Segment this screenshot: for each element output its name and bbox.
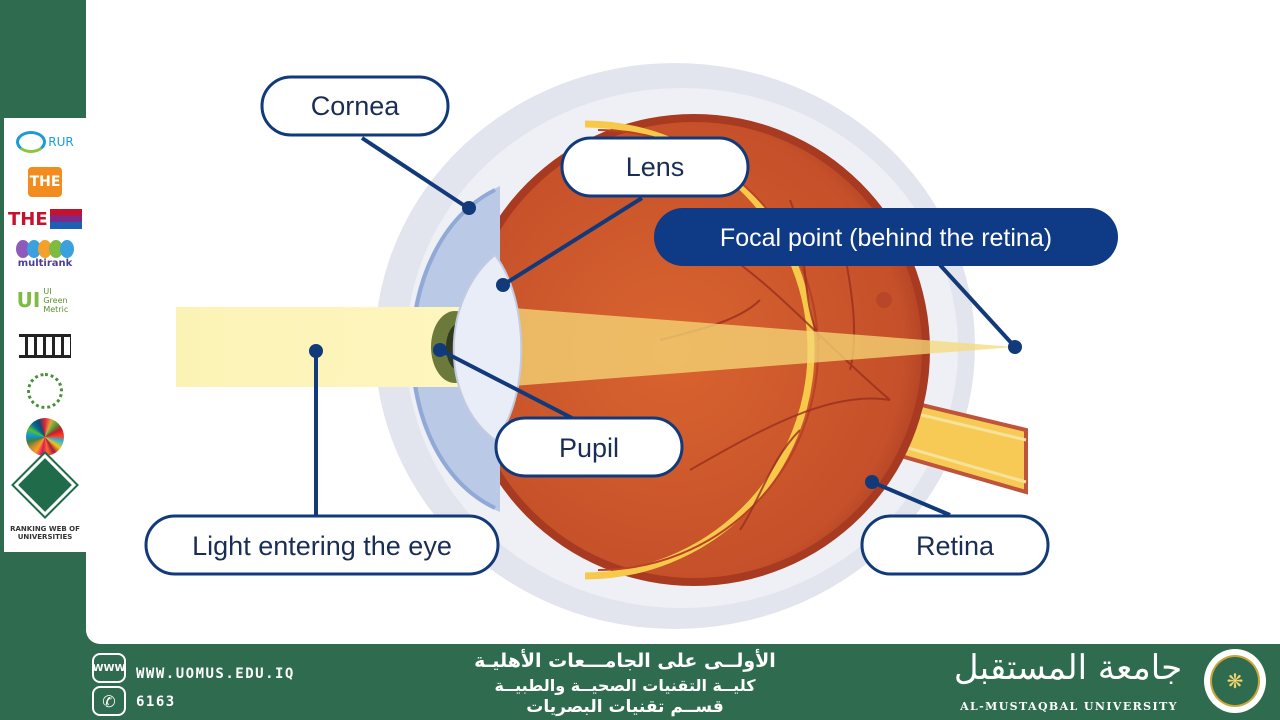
focal-point-label-text: Focal point (behind the retina): [720, 224, 1052, 252]
pupil-leader: [439, 348, 573, 420]
phone-number: 6163: [136, 694, 176, 710]
lens-dot: [496, 278, 510, 292]
optic-disc: [876, 292, 892, 308]
multirank-logo: multirank: [8, 236, 82, 272]
focal-point-label: Focal point (behind the retina): [654, 208, 1118, 266]
cornea-dot: [462, 201, 476, 215]
light-dot: [309, 344, 323, 358]
converging-beam: [500, 307, 1015, 387]
rankings-sidebar: RUR THE THE multirank UI UI Green Metric…: [4, 118, 86, 552]
eye-diagram: Cornea Lens Focal point (behind the reti…: [144, 63, 1118, 629]
cornea-label: Cornea: [260, 75, 450, 137]
phone-icon: ✆: [92, 686, 126, 716]
footer-arabic-line1: الأولــى على الجامـــعات الأهليـة: [474, 650, 776, 672]
lens-label: Lens: [560, 136, 750, 198]
focal-dot: [1008, 340, 1022, 354]
website-link[interactable]: WWW.UOMUS.EDU.IQ: [136, 666, 295, 682]
retina-label-text: Retina: [916, 531, 995, 561]
cornea-label-text: Cornea: [311, 91, 401, 121]
the-impact-logo: THE: [8, 206, 82, 232]
cornea-leader: [360, 136, 470, 210]
lens-label-text: Lens: [626, 152, 685, 182]
rur-logo: RUR: [8, 126, 82, 158]
pupil-label: Pupil: [494, 416, 684, 478]
arab-ranking-logo: [8, 372, 82, 410]
university-name-english: AL-MUSTAQBAL UNIVERSITY: [960, 700, 1178, 713]
university-crest: ❋: [1204, 649, 1266, 713]
footer: [0, 644, 1280, 720]
footer-arabic-line2: كليــة التقنيات الصحيــة والطبيــة: [494, 676, 756, 695]
pupil-dot: [433, 343, 447, 357]
sdg-logo: [8, 418, 82, 456]
greenmetric-logo: UI UI Green Metric: [16, 286, 69, 314]
engineers-federation-logo: [8, 453, 82, 517]
webometrics-logo: RANKING WEB OF UNIVERSITIES: [10, 525, 80, 541]
pillars-logo: [8, 330, 82, 362]
light-label-text: Light entering the eye: [192, 531, 452, 561]
focal-leader: [938, 263, 1017, 349]
slide-content: Cornea Lens Focal point (behind the reti…: [86, 0, 1280, 644]
retina-leader: [871, 480, 951, 517]
globe-icon: WWW: [92, 653, 126, 683]
crest-emblem-icon: ❋: [1210, 655, 1260, 707]
lens-leader: [501, 196, 644, 287]
retina-dot: [865, 475, 879, 489]
lens: [452, 253, 523, 442]
retina-label: Retina: [860, 514, 1050, 576]
university-name-arabic: جامعة المستقبل: [953, 648, 1183, 688]
the-logo: THE: [8, 166, 82, 198]
pupil-label-text: Pupil: [559, 433, 619, 463]
footer-arabic-line3: قســم تقنيات البصريات: [526, 697, 724, 717]
light-label: Light entering the eye: [144, 514, 500, 576]
